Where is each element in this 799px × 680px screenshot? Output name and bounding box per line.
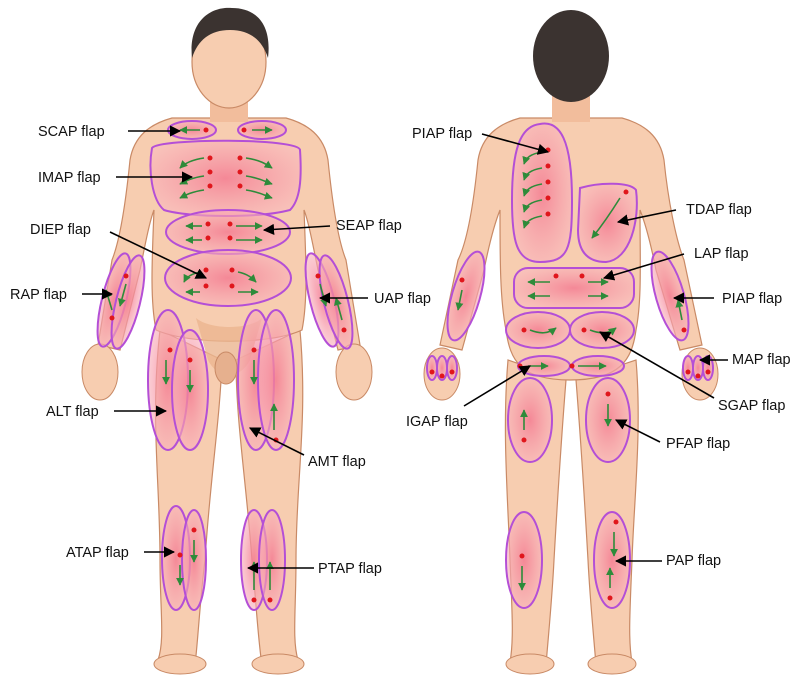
atap-flap-label: ATAP flap [66,545,129,561]
amt-flap-label: AMT flap [308,454,366,470]
piap-arm-flap-region-left [440,248,492,344]
alt-flap-label: ALT flap [46,404,99,420]
sgap-flap-region-right [570,312,634,348]
back-body-figure [424,10,718,674]
scap-flap-label: SCAP flap [38,124,105,140]
front-right-foot [252,654,304,674]
back-head [533,10,609,102]
front-right-hand [336,344,372,400]
back-torso [440,118,702,380]
diep-flap-label: DIEP flap [30,222,91,238]
map-flap-label: MAP flap [732,352,791,368]
front-left-hand [82,344,118,400]
pap-flap-region-right [594,512,630,608]
tdap-flap-label: TDAP flap [686,202,752,218]
front-left-foot [154,654,206,674]
pfap-flap-label: PFAP flap [666,436,730,452]
imap-flap-region [151,141,301,216]
imap-flap-label: IMAP flap [38,170,101,186]
back-left-foot [506,654,554,674]
uap-flap-label: UAP flap [374,291,431,307]
piap-trunk-flap-label: PIAP flap [412,126,472,142]
pap-flap-label: PAP flap [666,553,721,569]
pap-flap-region-left [506,512,542,608]
igap-flap-label: IGAP flap [406,414,468,430]
seap-flap-label: SEAP flap [336,218,402,234]
sgap-flap-label: SGAP flap [718,398,785,414]
back-right-foot [588,654,636,674]
piap-arm-flap-label: PIAP flap [722,291,782,307]
seap-flap-region [166,210,290,254]
ptap-flap-region-b [259,510,285,610]
sgap-flap-region-left [506,312,570,348]
diep-flap-region [165,250,291,306]
amt-flap-region-b [258,310,294,450]
front-genitals [215,352,237,384]
lap-flap-label: LAP flap [694,246,749,262]
rap-flap-label: RAP flap [10,287,67,303]
ptap-flap-label: PTAP flap [318,561,382,577]
pfap-flap-region-left [508,378,552,462]
